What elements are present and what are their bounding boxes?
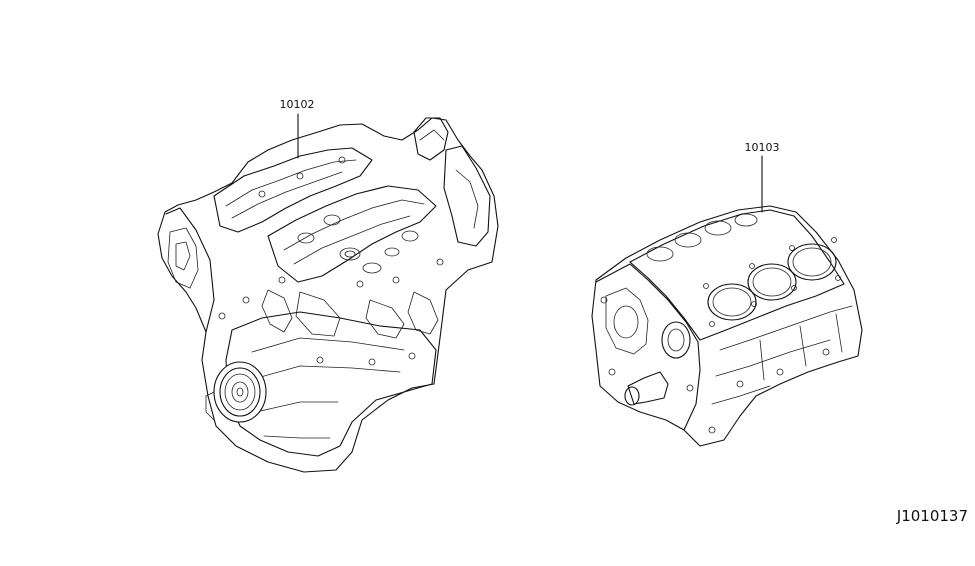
short-block-illustration[interactable]: [591, 205, 863, 447]
diagram-code-label: J1010137: [896, 507, 968, 525]
part-number-label-10102: 10102: [280, 98, 315, 111]
part-number-label-10103: 10103: [745, 141, 780, 154]
engine-assembly-illustration[interactable]: [157, 117, 499, 473]
